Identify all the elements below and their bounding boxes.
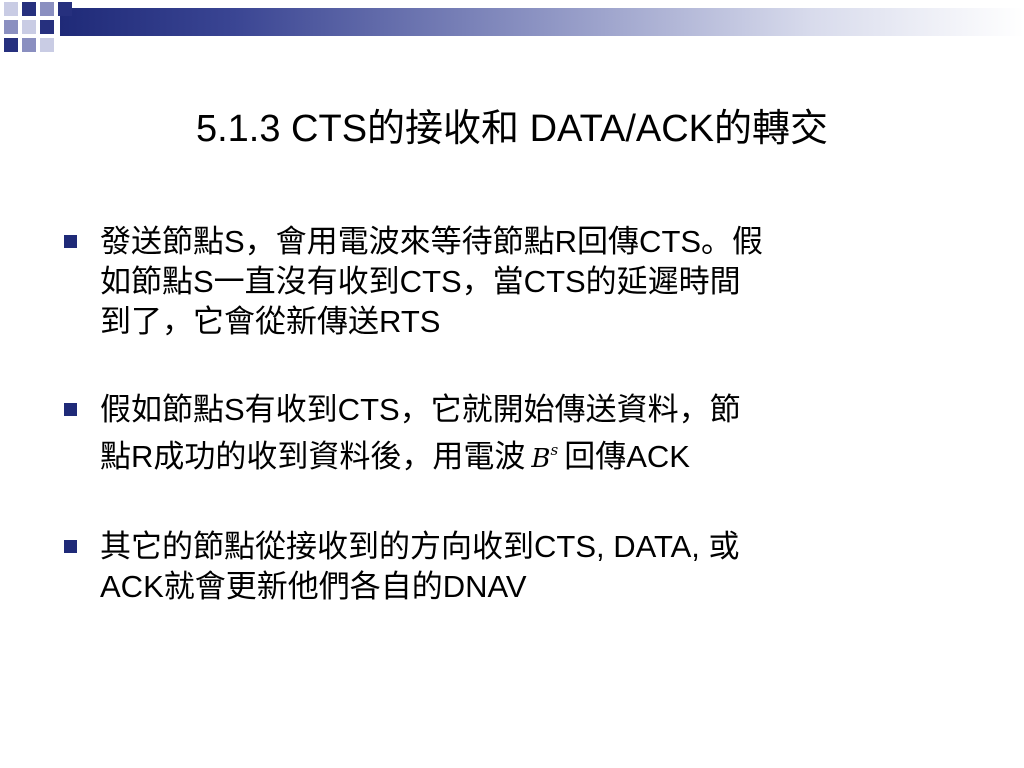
bullet-text: 發送節點S，會用電波來等待節點R回傳CTS。假 如節點S一直沒有收到CTS，當C… <box>100 222 962 342</box>
header-gradient-band <box>60 8 1024 36</box>
bullet-item: 發送節點S，會用電波來等待節點R回傳CTS。假 如節點S一直沒有收到CTS，當C… <box>62 222 962 342</box>
decor-square <box>4 38 18 52</box>
decor-square <box>40 38 54 52</box>
decor-square <box>40 2 54 16</box>
bullet-line-prefix: 點R成功的收到資料後，用電波 <box>100 439 526 474</box>
bullet-line: 假如節點S有收到CTS，它就開始傳送資料，節 <box>100 392 741 427</box>
math-symbol: Bs <box>531 441 559 474</box>
decor-square <box>22 20 36 34</box>
decor-square <box>4 2 18 16</box>
decor-square <box>22 2 36 16</box>
decor-square <box>22 38 36 52</box>
bullet-line-suffix: 回傳ACK <box>564 439 690 474</box>
bullet-line: 如節點S一直沒有收到CTS，當CTS的延遲時間 <box>100 264 741 299</box>
bullet-line: 發送節點S，會用電波來等待節點R回傳CTS。假 <box>100 224 764 259</box>
square-bullet-icon <box>64 540 77 553</box>
math-superscript: s <box>550 441 559 459</box>
square-bullet-icon <box>64 235 77 248</box>
decor-square <box>58 2 72 16</box>
slide-title: 5.1.3 CTS的接收和 DATA/ACK的轉交 <box>195 108 829 150</box>
bullet-line: 其它的節點從接收到的方向收到CTS, DATA, 或 <box>100 529 740 564</box>
bullet-text: 其它的節點從接收到的方向收到CTS, DATA, 或 ACK就會更新他們各自的D… <box>100 527 962 607</box>
bullet-line: 到了，它會從新傳送RTS <box>100 304 441 339</box>
bullet-item: 其它的節點從接收到的方向收到CTS, DATA, 或 ACK就會更新他們各自的D… <box>62 527 962 607</box>
math-base: B <box>531 444 551 474</box>
square-bullet-icon <box>64 403 77 416</box>
decor-square <box>40 20 54 34</box>
bullet-line: ACK就會更新他們各自的DNAV <box>100 569 527 604</box>
slide-content: 發送節點S，會用電波來等待節點R回傳CTS。假 如節點S一直沒有收到CTS，當C… <box>62 222 962 655</box>
decor-square <box>4 20 18 34</box>
